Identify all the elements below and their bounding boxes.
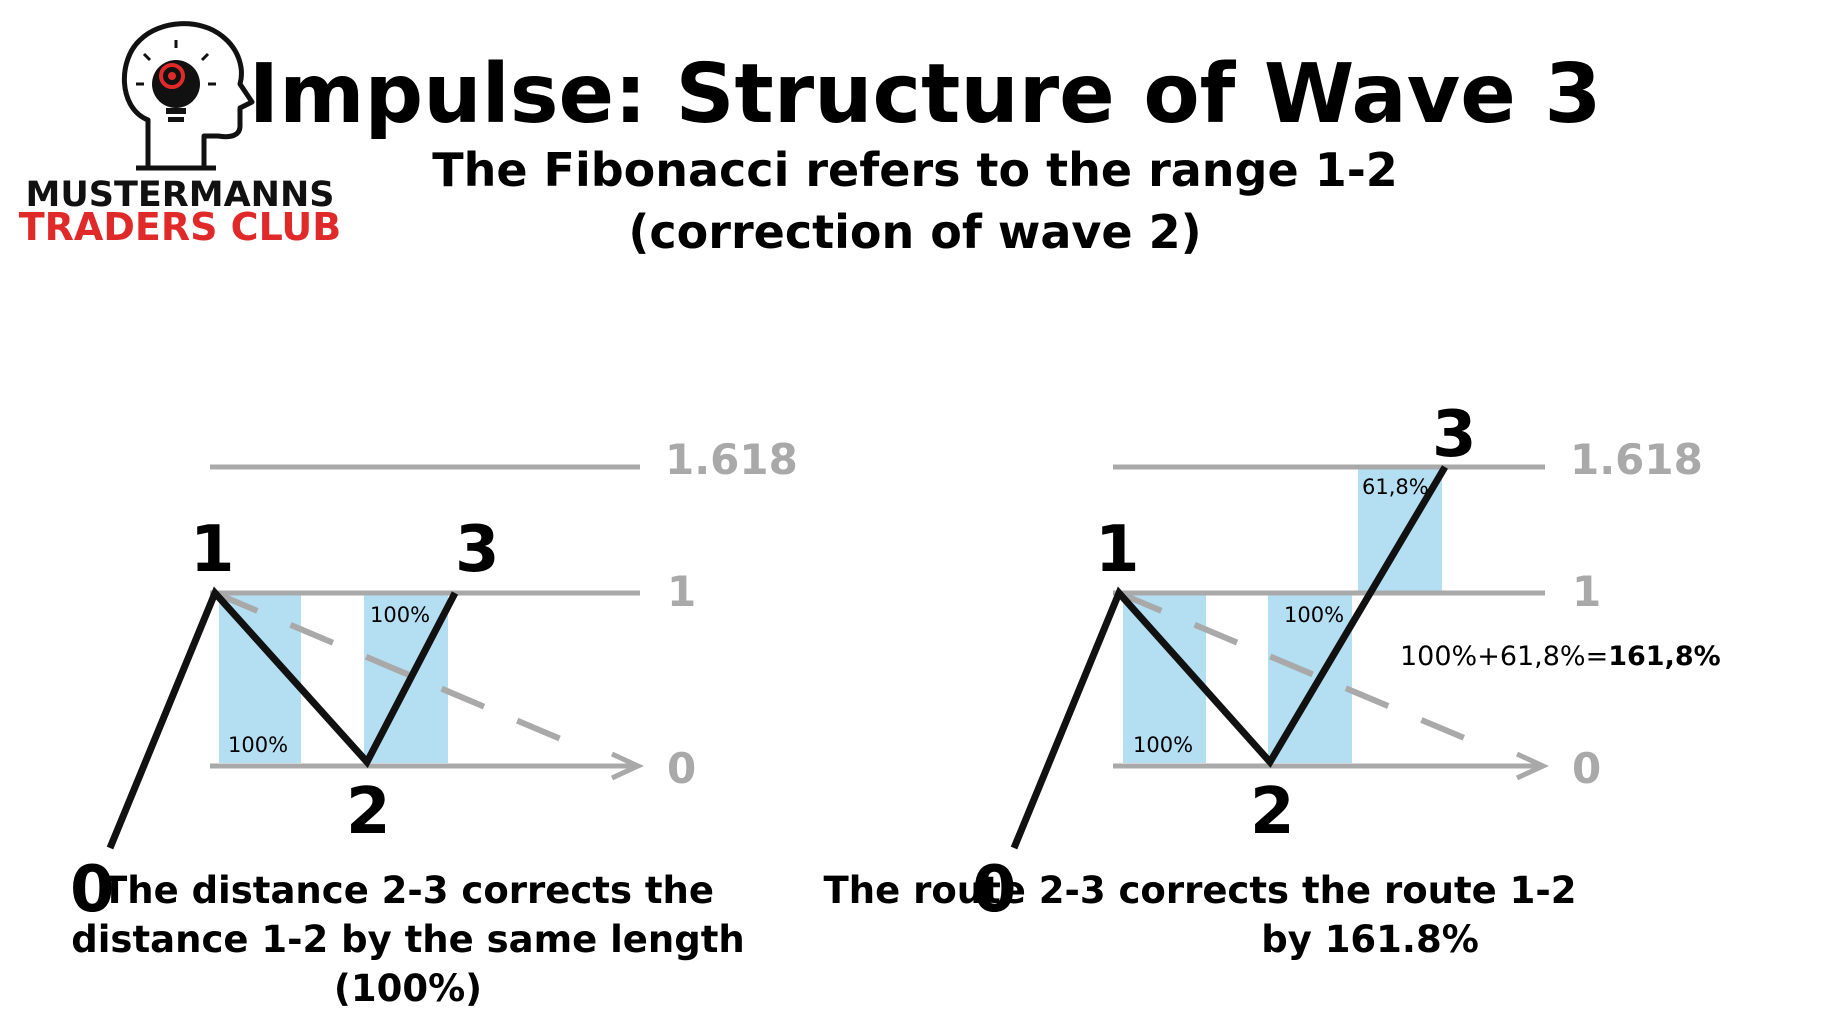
wave-label-1: 1 [190,513,235,587]
wave-label-0: 0 [972,853,1017,927]
projection-dashed-line [213,590,577,748]
wave-path [106,586,459,850]
logo: MUSTERMANNS TRADERS CLUB [19,21,342,249]
sum-label-result: 161,8% [1608,641,1720,672]
left-diagram: 1.618 1 0 0 1 2 3 100% 100% The distance… [70,435,798,1010]
page-subtitle-line-2: (correction of wave 2) [628,205,1201,259]
right-diagram: 1.618 1 0 0 1 2 3 100% 100% 61,8% 100%+6… [824,398,1721,961]
level-0-arrowhead [1515,751,1549,781]
caption-line-3: (100%) [334,967,482,1010]
band-label-wave3: 100% [370,603,430,627]
level-label-1: 1 [1572,567,1601,616]
caption-line-2: by 161.8% [1261,918,1479,961]
wave-label-2: 2 [1250,775,1295,849]
projection-dashed-line [1117,590,1483,748]
caption-line-1: The route 2-3 corrects the route 1-2 [824,869,1577,912]
level-label-0: 0 [1572,744,1601,793]
sum-label: 100%+61,8%=161,8% [1400,641,1721,672]
page-title: Impulse: Structure of Wave 3 [249,47,1602,142]
wave-label-3: 3 [1432,398,1477,472]
page-subtitle-line-1: The Fibonacci refers to the range 1-2 [432,143,1398,197]
logo-line-2: TRADERS CLUB [19,205,342,249]
band-right-extension [1358,467,1442,593]
lightbulb-head-icon [121,21,255,171]
wave-label-1: 1 [1095,513,1140,587]
band-label-wave2: 100% [228,733,288,757]
caption-line-2: distance 1-2 by the same length [71,918,744,961]
wave-path [1010,465,1449,850]
wave-label-2: 2 [346,775,391,849]
logo-line-1: MUSTERMANNS [26,175,335,215]
wave-label-3: 3 [455,513,500,587]
level-label-1: 1 [667,567,696,616]
band-label-extension: 61,8% [1362,475,1429,499]
wave-label-0: 0 [70,853,115,927]
caption-line-1: The distance 2-3 corrects the [102,869,714,912]
sum-label-prefix: 100%+61,8%= [1400,641,1608,672]
level-label-1618: 1.618 [1570,435,1703,484]
level-label-0: 0 [667,744,696,793]
band-right-wave3 [1268,593,1352,763]
band-label-wave2: 100% [1133,733,1193,757]
level-0-arrowhead [610,751,644,781]
level-label-1618: 1.618 [665,435,798,484]
band-label-wave3: 100% [1284,603,1344,627]
